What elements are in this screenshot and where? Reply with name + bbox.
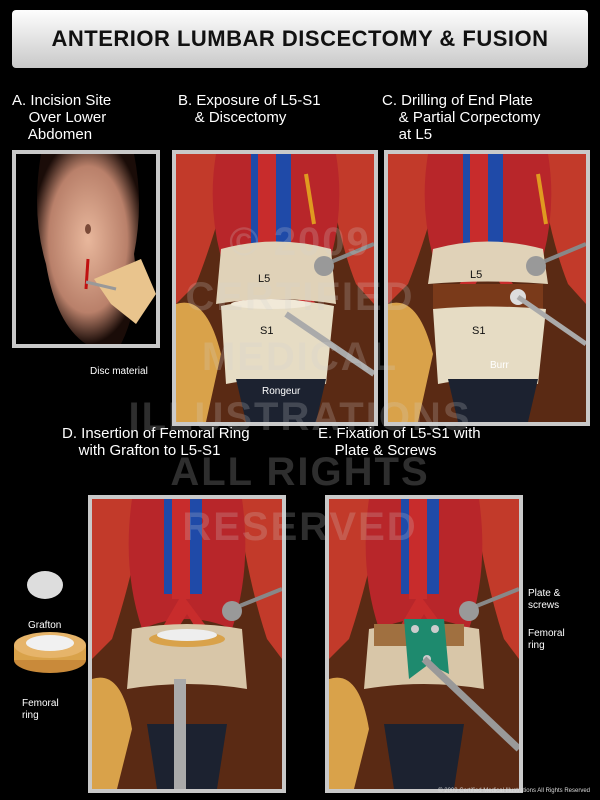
panel-c-image: L5 S1 — [384, 150, 590, 426]
rongeur-callout: Rongeur — [262, 386, 301, 397]
panel-a-label: A. Incision Site Over Lower Abdomen — [12, 92, 112, 143]
panel-e-image — [325, 495, 523, 793]
plate-fixation-illustration — [329, 499, 519, 789]
burr-callout: Burr — [490, 360, 509, 371]
panel-a-image — [12, 150, 160, 348]
panel-e-label: E. Fixation of L5-S1 with Plate & Screws — [318, 425, 481, 459]
femoral-ring-insertion-illustration — [92, 499, 282, 789]
end-plate-drilling-illustration: L5 S1 — [388, 154, 586, 422]
panel-c-label: C. Drilling of End Plate & Partial Corpe… — [382, 92, 541, 143]
grafton-callout: Grafton — [28, 620, 62, 631]
abdomen-illustration — [37, 154, 156, 344]
l5-s1-exposure-illustration: L5 S1 — [176, 154, 374, 422]
disc-material-callout: Disc material — [90, 366, 148, 377]
l5-label: L5 — [470, 269, 482, 281]
s1-label: S1 — [472, 325, 485, 337]
femoral-ring-callout: Femoral ring — [22, 698, 59, 721]
copyright-notice: © 2009 Certified Medical Illustrations A… — [438, 788, 590, 794]
l5-label: L5 — [258, 273, 270, 285]
plate-screws-callout: Plate & screws — [528, 588, 561, 611]
grafton-ring-inset — [14, 571, 86, 673]
s1-label: S1 — [260, 325, 273, 337]
panel-b-image: L5 S1 — [172, 150, 378, 426]
title-banner: ANTERIOR LUMBAR DISCECTOMY & FUSION — [12, 10, 588, 68]
panel-d-image — [88, 495, 286, 793]
panel-b-label: B. Exposure of L5-S1 & Discectomy — [178, 92, 321, 126]
page-title: ANTERIOR LUMBAR DISCECTOMY & FUSION — [51, 26, 549, 51]
femoral-ring-callout-e: Femoral ring — [528, 628, 565, 651]
panel-d-label: D. Insertion of Femoral Ring with Grafto… — [62, 425, 250, 459]
